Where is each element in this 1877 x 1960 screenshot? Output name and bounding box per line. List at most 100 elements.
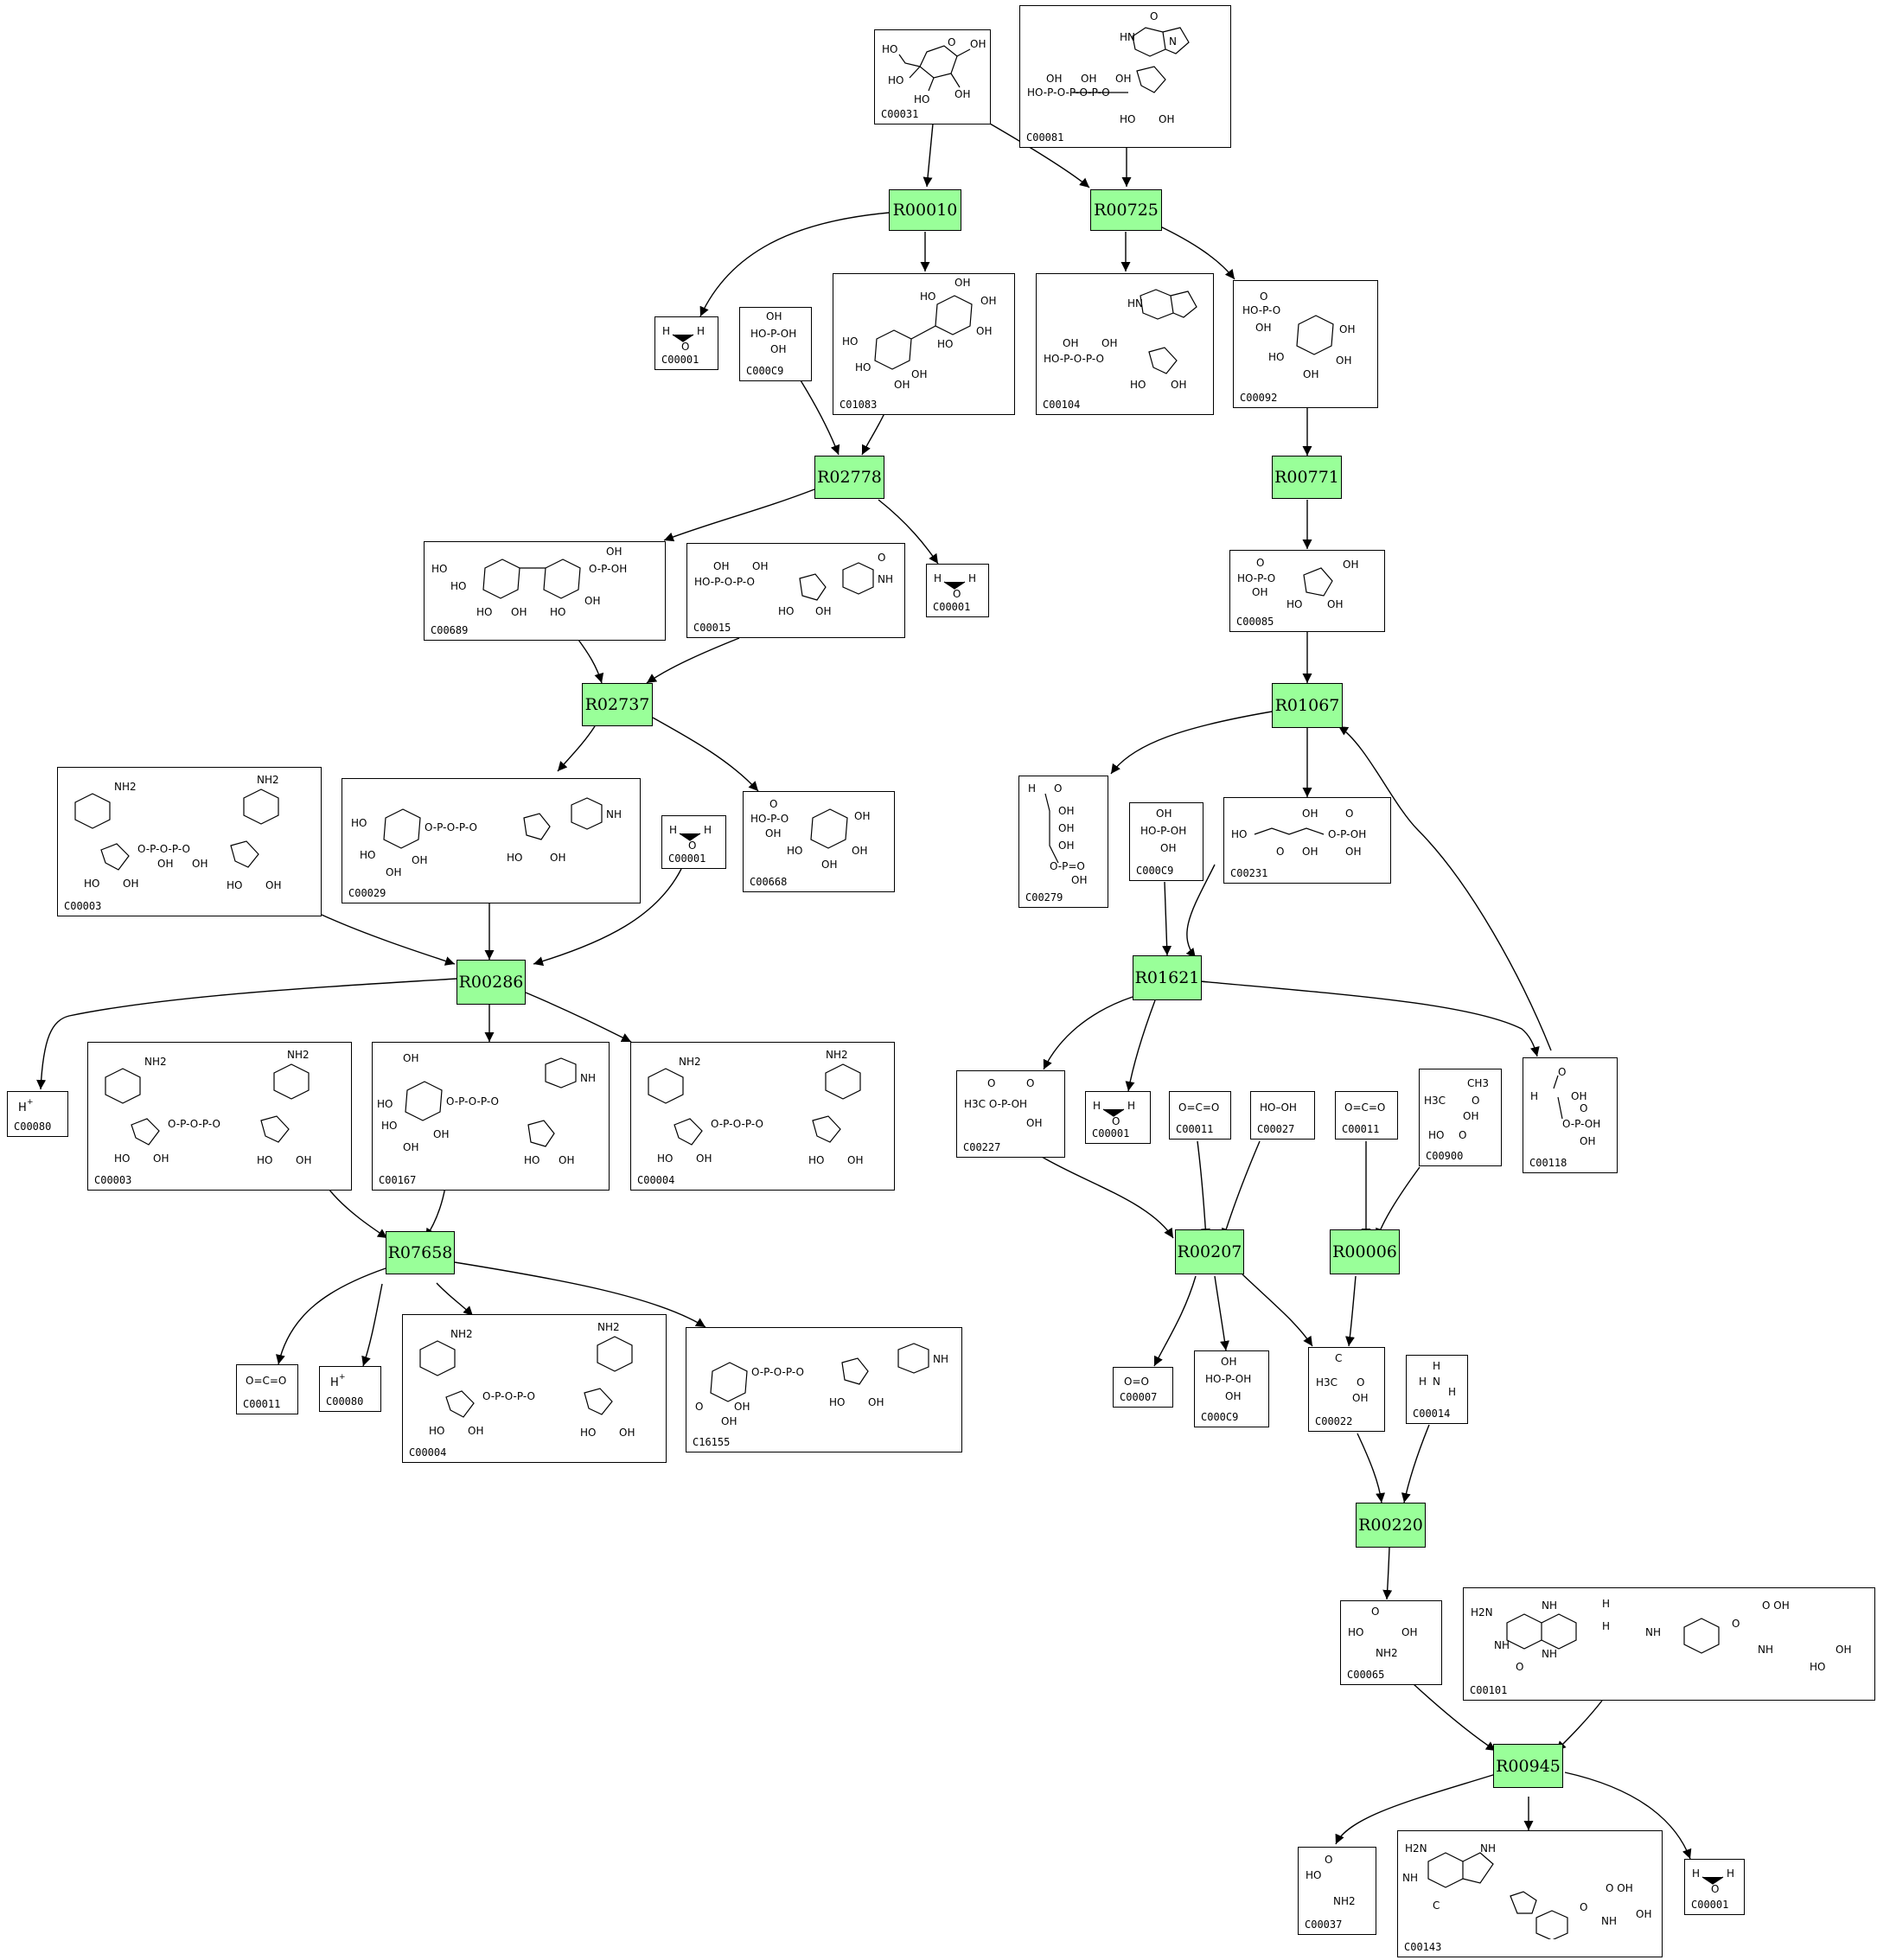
reaction-R00725[interactable]: R00725 <box>1090 189 1162 231</box>
reaction-R02778[interactable]: R02778 <box>814 456 884 499</box>
reaction-R00945[interactable]: R00945 <box>1493 1744 1563 1788</box>
svg-text:OH: OH <box>721 1415 737 1427</box>
compound-C00027[interactable]: HO–OH C00027 <box>1250 1091 1315 1140</box>
svg-text:OH: OH <box>550 852 565 864</box>
compound-label: C00011 <box>243 1398 281 1410</box>
compound-label: C00143 <box>1404 1941 1442 1953</box>
edge <box>533 868 682 967</box>
reaction-R00286[interactable]: R00286 <box>456 960 526 1005</box>
svg-text:HO-P-O: HO-P-O <box>1242 304 1280 316</box>
compound-C00011[interactable]: O=C=O C00011 <box>236 1364 298 1414</box>
compound-label: C00003 <box>94 1174 132 1186</box>
compound-label: C00080 <box>326 1395 364 1408</box>
compound-C00011[interactable]: O=C=O C00011 <box>1335 1091 1398 1140</box>
reaction-R00207[interactable]: R00207 <box>1175 1229 1244 1274</box>
compound-C00080[interactable]: H+ C00080 <box>319 1366 381 1412</box>
svg-text:OH: OH <box>970 38 986 50</box>
compound-label: C00085 <box>1236 616 1274 628</box>
svg-text:HO: HO <box>888 74 903 86</box>
svg-text:OH: OH <box>713 560 729 572</box>
svg-text:HN: HN <box>1127 297 1143 310</box>
svg-text:OH: OH <box>386 866 401 878</box>
reaction-R00220[interactable]: R00220 <box>1356 1503 1426 1548</box>
svg-text:HO-P-OH: HO-P-OH <box>1140 825 1186 837</box>
svg-text:OH: OH <box>852 845 867 857</box>
svg-text:O: O <box>1026 1077 1034 1089</box>
svg-text:OH: OH <box>1058 822 1074 834</box>
svg-text:H3C: H3C <box>1424 1095 1446 1107</box>
svg-text:OH: OH <box>1401 1626 1417 1638</box>
svg-text:HN: HN <box>1120 31 1135 43</box>
svg-text:HO: HO <box>882 43 897 55</box>
edge <box>1162 881 1172 956</box>
compound-C00011[interactable]: O=C=O C00011 <box>1169 1091 1231 1140</box>
reaction-R00006[interactable]: R00006 <box>1330 1229 1400 1274</box>
svg-text:OH: OH <box>1343 559 1358 571</box>
compound-label: C00001 <box>668 852 706 865</box>
reaction-R02737[interactable]: R02737 <box>582 683 653 726</box>
reaction-R01621[interactable]: R01621 <box>1133 955 1202 1000</box>
edge <box>557 725 596 772</box>
svg-text:NH: NH <box>1542 1599 1557 1612</box>
compound-C00007[interactable]: O=O C00007 <box>1113 1367 1173 1408</box>
svg-text:O: O <box>987 1077 995 1089</box>
reaction-R00771[interactable]: R00771 <box>1272 456 1342 499</box>
svg-text:OH: OH <box>1026 1117 1042 1129</box>
compound-label: C00001 <box>1691 1899 1729 1911</box>
svg-text:H: H <box>704 824 712 836</box>
compound-label: C01083 <box>840 399 878 411</box>
reaction-R01067[interactable]: R01067 <box>1272 683 1343 728</box>
reaction-R00010[interactable]: R00010 <box>889 189 961 231</box>
svg-text:HO: HO <box>855 361 871 373</box>
compound-label: C00001 <box>661 354 699 366</box>
svg-text:OH: OH <box>1580 1135 1595 1147</box>
edge <box>1197 1140 1210 1239</box>
compound-C00080[interactable]: H+ C00080 <box>7 1091 68 1137</box>
svg-text:OH: OH <box>1836 1644 1851 1656</box>
reaction-R07658[interactable]: R07658 <box>386 1231 455 1274</box>
svg-text:OH: OH <box>1063 337 1078 349</box>
svg-text:OH: OH <box>1463 1110 1478 1122</box>
svg-text:O: O <box>688 840 696 851</box>
svg-text:H: H <box>1433 1360 1440 1372</box>
